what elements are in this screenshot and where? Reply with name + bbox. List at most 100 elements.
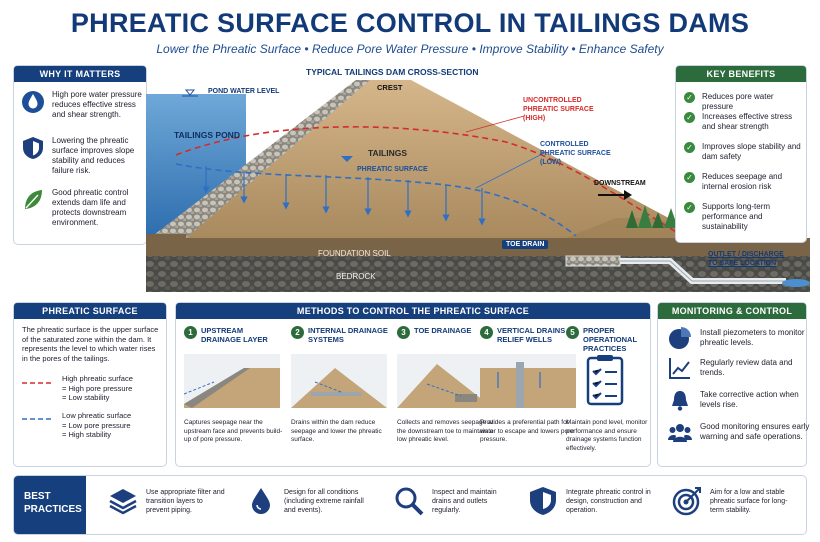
methods-heading: METHODS TO CONTROL THE PHREATIC SURFACE <box>176 303 650 319</box>
shield-icon <box>530 487 556 515</box>
best-practice-item: Design for all conditions (including ext… <box>246 486 374 516</box>
dam-body <box>150 80 706 238</box>
page-subtitle: Lower the Phreatic Surface • Reduce Pore… <box>156 42 664 56</box>
check-icon: ✓ <box>684 172 695 183</box>
low-legend-line <box>22 418 54 420</box>
explained-heading: PHREATIC SURFACE EXPLAINED <box>14 303 166 332</box>
method-title: TOE DRAINAGE <box>414 326 472 335</box>
benefit-item: ✓ Reduces seepage and internal erosion ri… <box>684 172 806 192</box>
best-practice-text: Integrate phreatic control in design, co… <box>566 488 651 514</box>
method-card: 3 TOE DRAINAGE Collects and removes seepa… <box>397 326 498 445</box>
vertical-drains-diagram <box>480 354 576 408</box>
shield-icon <box>23 137 43 159</box>
upstream-drainage-diagram <box>183 354 280 408</box>
seepage-arrows <box>202 166 486 226</box>
method-desc: Provides a preferential path for water t… <box>480 419 574 443</box>
check-icon: ✓ <box>684 92 695 103</box>
benefit-text: Increases effective stress and shear str… <box>702 112 793 131</box>
benefit-item: ✓Supports long-term performance and sust… <box>684 202 806 232</box>
benefit-item: ✓ Increases effective stress and shear st… <box>684 112 806 132</box>
toe-drain <box>565 255 621 267</box>
method-title: VERTICAL DRAINS / RELIEF WELLS <box>497 326 570 344</box>
trend-chart-icon <box>669 358 690 379</box>
method-title: PROPER OPERATIONAL PRACTICES <box>583 326 637 353</box>
controlled-label: CONTROLLED PHREATIC SURFACE (LOW) <box>540 141 611 166</box>
high-legend-line <box>22 382 54 384</box>
best-practice-text: Inspect and maintain drains and outlets … <box>432 488 497 514</box>
low-legend-text: Low phreatic surface = Low pore pressure… <box>62 411 132 439</box>
why-item-text: Good phreatic control extends dam life a… <box>52 188 129 227</box>
benefit-text: Improves slope stability and dam safety <box>702 142 801 161</box>
check-icon: ✓ <box>684 112 695 123</box>
leaf-icon <box>25 190 42 209</box>
best-practice-item: Integrate phreatic control in design, co… <box>528 486 652 516</box>
benefit-text: Reduces seepage and internal erosion ris… <box>702 172 783 191</box>
water-drop-icon <box>252 488 270 514</box>
monitoring-text: Regularly review data and trends. <box>700 358 793 377</box>
best-practice-text: Use appropriate filter and transition la… <box>146 488 225 514</box>
benefits-heading: KEY BENEFITS <box>676 66 806 82</box>
benefit-item: ✓ Improves slope stability and dam safety <box>684 142 806 162</box>
monitoring-item: Take corrective action when levels rise. <box>668 388 810 412</box>
why-panel: WHY IT MATTERS High pore water pressure … <box>14 66 146 244</box>
why-item: High pore water pressure reduces effecti… <box>22 90 146 120</box>
crest-label: CREST <box>377 83 403 92</box>
best-practice-item: Aim for a low and stable phreatic surfac… <box>672 486 796 516</box>
best-practice-item: Use appropriate filter and transition la… <box>108 486 226 516</box>
controlled-phreatic-line <box>175 163 577 237</box>
method-number: 3 <box>397 326 410 339</box>
pond-level-label: POND WATER LEVEL <box>208 88 280 95</box>
check-icon: ✓ <box>684 142 695 153</box>
method-number: 1 <box>184 326 197 339</box>
dam-cross-section <box>146 80 810 292</box>
bedrock-layer <box>146 256 810 292</box>
method-title: UPSTREAM DRAINAGE LAYER <box>201 326 268 344</box>
downstream-trees <box>626 205 678 228</box>
method-number: 4 <box>480 326 493 339</box>
method-card: 1 UPSTREAM DRAINAGE LAYER Captures seepag… <box>183 326 285 445</box>
monitoring-text: Install piezometers to monitor phreatic … <box>700 328 805 347</box>
foundation-soil-layer <box>146 238 810 260</box>
bedrock-label: BEDROCK <box>336 272 376 281</box>
outlet-label: OUTLET / DISCHARGE TO SAFE LOCATION <box>708 251 784 267</box>
target-icon <box>672 487 701 516</box>
phreatic-label: PHREATIC SURFACE <box>357 166 428 173</box>
uncontrolled-label: UNCONTROLLED PHREATIC SURFACE (HIGH) <box>523 97 594 122</box>
team-icon <box>668 424 692 442</box>
monitoring-item: Good monitoring ensures early warning an… <box>668 420 810 444</box>
layers-icon <box>109 489 137 515</box>
water-drop-icon <box>22 91 44 113</box>
foundation-label: FOUNDATION SOIL <box>318 249 391 258</box>
benefit-item: ✓Reduces pore water pressure <box>684 92 806 112</box>
pond-label: TAILINGS POND <box>174 130 240 140</box>
check-icon: ✓ <box>684 202 695 213</box>
best-practice-text: Design for all conditions (including ext… <box>284 488 364 514</box>
monitoring-item: Regularly review data and trends. <box>668 356 810 380</box>
benefits-panel: KEY BENEFITS ✓Reduces pore water pressur… <box>676 66 806 242</box>
why-heading: WHY IT MATTERS <box>14 66 146 82</box>
method-card: 4 VERTICAL DRAINS / RELIEF WELLS Provides… <box>480 326 581 445</box>
monitoring-heading: MONITORING & CONTROL <box>658 303 806 319</box>
method-desc: Collects and removes seepage at the down… <box>397 419 494 443</box>
best-practice-text: Aim for a low and stable phreatic surfac… <box>710 488 788 514</box>
page-title: PHREATIC SURFACE CONTROL IN TAILINGS DAM… <box>70 8 750 38</box>
clipboard-icon <box>586 355 624 406</box>
explained-text: The phreatic surface is the upper surfac… <box>22 325 159 363</box>
toe-drainage-diagram <box>397 354 493 408</box>
high-legend-text: High phreatic surface = High pore pressu… <box>62 374 133 402</box>
method-desc: Maintain pond level, monitor performance… <box>566 419 648 452</box>
method-number: 2 <box>291 326 304 339</box>
explained-panel: PHREATIC SURFACE EXPLAINED The phreatic … <box>14 303 166 466</box>
alert-bell-icon <box>672 391 688 411</box>
method-desc: Captures seepage near the upstream face … <box>184 419 283 443</box>
upstream-rockfill <box>150 80 370 238</box>
method-desc: Drains within the dam reduce seepage and… <box>291 419 382 443</box>
monitoring-item: Install piezometers to monitor phreatic … <box>668 326 810 350</box>
why-item: Lowering the phreatic surface improves s… <box>22 136 146 176</box>
downstream-label: DOWNSTREAM <box>594 180 646 187</box>
why-item-text: Lowering the phreatic surface improves s… <box>52 136 135 175</box>
why-item: Good phreatic control extends dam life a… <box>22 188 146 228</box>
magnifier-icon <box>395 487 424 516</box>
